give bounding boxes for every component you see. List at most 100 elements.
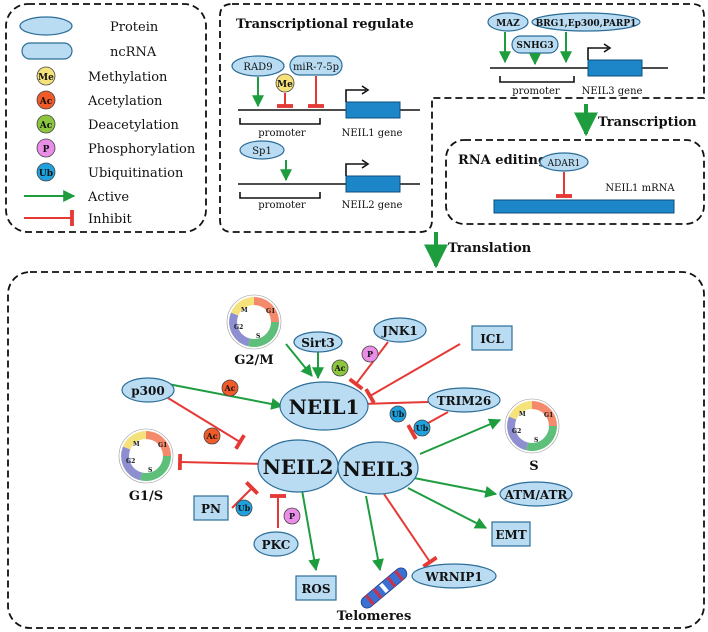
deacetylation-icon bbox=[36, 114, 56, 134]
neil1-to-g2m-arrow bbox=[285, 343, 313, 377]
wrnip1-node bbox=[411, 563, 497, 589]
tss-arrowhead-icon bbox=[361, 159, 370, 169]
node-label: PKC bbox=[262, 538, 291, 552]
svg-text:G1: G1 bbox=[158, 442, 167, 449]
neil1-gene-box bbox=[345, 101, 401, 119]
legend-frame bbox=[5, 3, 207, 233]
svg-text:Ac: Ac bbox=[223, 383, 235, 393]
network-frame bbox=[7, 271, 705, 629]
legend-label: Protein bbox=[110, 20, 159, 35]
tss-arrowhead-icon bbox=[603, 43, 612, 53]
pn-box bbox=[193, 495, 229, 521]
svg-text:S: S bbox=[256, 333, 260, 340]
node-label: miR-7-5p bbox=[293, 62, 339, 73]
telomeres-label: Telomeres bbox=[337, 609, 412, 624]
mod-abbr: Ub bbox=[39, 169, 53, 179]
mrna-label: NEIL1 mRNA bbox=[605, 183, 675, 194]
ros-box bbox=[295, 575, 337, 601]
node-label: ADAR1 bbox=[547, 159, 581, 169]
pn-inhibit-neil2 bbox=[231, 480, 260, 509]
legend-protein: Protein bbox=[19, 16, 159, 36]
node-label: ATM/ATR bbox=[504, 488, 569, 502]
node-label: MAZ bbox=[496, 19, 520, 29]
legend-acetylation: Ac Acetylation bbox=[36, 90, 163, 110]
svg-text:Ac: Ac bbox=[333, 363, 345, 373]
svg-text:G2: G2 bbox=[512, 428, 521, 435]
panel-title: Transcriptional regulate bbox=[236, 17, 414, 32]
legend-active: Active bbox=[24, 190, 129, 205]
legend-label: Active bbox=[87, 190, 129, 205]
g1s-label: G1/S bbox=[129, 489, 163, 504]
legend-label: Ubiquitination bbox=[88, 166, 184, 181]
sp1-node bbox=[239, 140, 285, 160]
trim26-inhibit-neil1 bbox=[359, 395, 429, 413]
g2m-label: G2/M bbox=[234, 353, 273, 368]
phosphorylation-icon: P bbox=[283, 507, 301, 525]
svg-text:S: S bbox=[534, 437, 538, 444]
jnk1-inhibit-neil1 bbox=[348, 341, 389, 391]
gene-label: NEIL2 gene bbox=[342, 200, 403, 211]
mod-abbr: Me bbox=[277, 80, 293, 90]
node-label: NEIL3 bbox=[343, 457, 414, 481]
adar1-node bbox=[539, 152, 589, 172]
acetylation-icon: Ac bbox=[221, 379, 239, 397]
p300-to-neil1-arrow bbox=[167, 383, 284, 410]
s-label: S bbox=[529, 459, 538, 474]
legend-methylation: Me Methylation bbox=[36, 66, 168, 86]
promoter-label: promoter bbox=[258, 128, 306, 139]
translation-label: Translation bbox=[448, 241, 532, 256]
svg-text:G2: G2 bbox=[234, 324, 243, 331]
promoter-bracket bbox=[239, 118, 321, 125]
tss-arrowhead-icon bbox=[361, 85, 370, 95]
legend-label: Phosphorylation bbox=[88, 142, 196, 157]
neil2-inhibit-g1s bbox=[177, 453, 265, 471]
methylation-icon bbox=[36, 66, 56, 86]
ncrna-shape-icon bbox=[21, 42, 73, 60]
svg-text:Ub: Ub bbox=[416, 423, 429, 433]
ubiquitination-icon: Ub bbox=[389, 405, 407, 423]
ubiquitination-icon: Ub bbox=[413, 419, 431, 437]
deacetylation-icon: Ac bbox=[331, 359, 349, 377]
brg1-ep300-parp1-node bbox=[531, 12, 641, 32]
protein-shape-icon bbox=[19, 16, 73, 36]
legend: Protein ncRNA Me Methylation Ac Acetylat… bbox=[5, 3, 207, 233]
svg-text:Ub: Ub bbox=[238, 503, 251, 513]
snhg3-node bbox=[511, 35, 559, 54]
node-label: NEIL1 bbox=[289, 395, 360, 419]
transcription-label: Transcription bbox=[598, 115, 697, 130]
svg-text:M: M bbox=[241, 307, 248, 314]
mod-abbr: P bbox=[43, 145, 50, 155]
acetylation-icon bbox=[36, 90, 56, 110]
cell-cycle-g1s-icon: G1 S G2 M bbox=[118, 428, 174, 484]
promoter-bracket bbox=[239, 192, 321, 199]
svg-text:Ac: Ac bbox=[205, 431, 217, 441]
neil1-mrna-bar bbox=[493, 199, 675, 214]
cell-cycle-g2m-icon: G1 S G2 M bbox=[226, 294, 282, 350]
transcriptional-regulate-panel: Transcriptional regulate RAD9 miR-7-5p M… bbox=[219, 3, 705, 233]
legend-deacetylation: Ac Deacetylation bbox=[36, 114, 180, 134]
methylation-icon bbox=[275, 73, 295, 93]
legend-phosphorylation: P Phosphorylation bbox=[36, 138, 196, 158]
phosphorylation-icon: P bbox=[361, 345, 379, 363]
svg-text:G2: G2 bbox=[126, 458, 135, 465]
neil3-to-emt-arrow bbox=[407, 487, 488, 529]
node-label: BRG1,Ep300,PARP1 bbox=[536, 19, 637, 29]
legend-label: Inhibit bbox=[88, 212, 133, 227]
gene-label: NEIL1 gene bbox=[342, 128, 403, 139]
panel-title: RNA editing bbox=[458, 153, 547, 168]
neil3-to-s-arrow bbox=[419, 418, 502, 455]
mod-abbr: Me bbox=[38, 73, 54, 83]
chromosome-icon bbox=[360, 567, 408, 609]
sirt3-node bbox=[293, 331, 343, 353]
svg-text:P: P bbox=[289, 511, 295, 521]
emt-box bbox=[491, 521, 531, 547]
svg-text:S: S bbox=[148, 467, 152, 474]
legend-label: Deacetylation bbox=[88, 118, 180, 133]
pkc-node bbox=[253, 531, 299, 557]
mod-abbr: Ac bbox=[39, 97, 53, 107]
node-label: EMT bbox=[495, 528, 526, 542]
icl-inhibit-neil1 bbox=[364, 343, 461, 404]
ubiquitination-icon bbox=[36, 162, 56, 182]
p300-inhibit-neil2 bbox=[167, 397, 246, 450]
